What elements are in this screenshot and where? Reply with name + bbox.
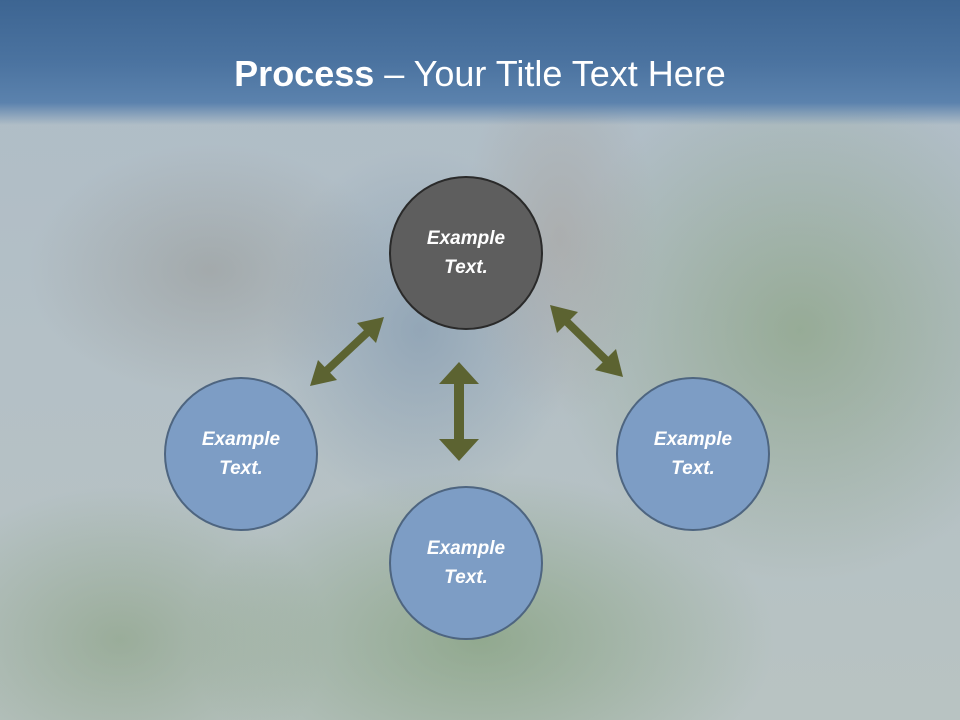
left-circle-text-line1: Example	[201, 429, 281, 450]
bottom-circle-text-line2: Text.	[444, 567, 488, 588]
title-regular-text: – Your Title Text Here	[374, 53, 726, 94]
left-circle[interactable]: Example Text.	[164, 377, 318, 531]
bottom-circle-text-line1: Example	[426, 538, 506, 559]
right-circle[interactable]: Example Text.	[616, 377, 770, 531]
bottom-circle[interactable]: Example Text.	[389, 486, 543, 640]
right-circle-text-line2: Text.	[671, 458, 715, 479]
center-circle-text-line1: Example	[426, 228, 506, 249]
title-bold-text: Process	[234, 53, 375, 94]
slide-title[interactable]: Process – Your Title Text Here	[0, 52, 960, 96]
double-arrow-icon[interactable]	[550, 305, 623, 377]
center-circle-text-line2: Text.	[444, 257, 488, 278]
left-circle-text-line2: Text.	[219, 458, 263, 479]
right-circle-text-line1: Example	[653, 429, 733, 450]
title-bar	[0, 0, 960, 125]
double-arrow-icon[interactable]	[439, 362, 479, 461]
double-arrow-icon[interactable]	[310, 317, 384, 386]
center-circle[interactable]: Example Text.	[389, 176, 543, 330]
